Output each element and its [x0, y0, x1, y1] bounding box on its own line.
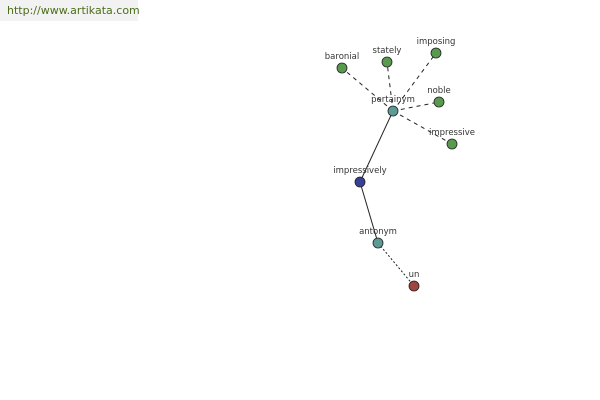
node-impressively[interactable] — [354, 176, 366, 188]
node-imposing[interactable] — [430, 47, 442, 59]
node-label-impressively[interactable]: impressively — [333, 166, 386, 176]
node-pertainym[interactable] — [387, 105, 399, 117]
url-banner: http://www.artikata.com — [0, 0, 140, 21]
node-label-noble[interactable]: noble — [427, 86, 451, 96]
node-label-pertainym[interactable]: pertainym — [371, 95, 415, 105]
graph-nodes — [336, 47, 458, 292]
node-noble[interactable] — [433, 96, 445, 108]
edge-impressively-antonym — [359, 181, 379, 244]
node-label-un[interactable]: un — [409, 270, 420, 280]
node-impressive[interactable] — [446, 138, 458, 150]
node-label-baronial[interactable]: baronial — [325, 52, 359, 62]
edge-pertainym-impressive — [392, 110, 453, 145]
node-label-stately[interactable]: stately — [373, 46, 402, 56]
node-label-antonym[interactable]: antonym — [359, 227, 397, 237]
node-antonym[interactable] — [372, 237, 384, 249]
node-label-imposing[interactable]: imposing — [417, 37, 456, 47]
node-un[interactable] — [408, 280, 420, 292]
edge-pertainym-baronial — [341, 67, 394, 112]
edge-impressively-pertainym — [359, 110, 394, 183]
node-label-impressive[interactable]: impressive — [429, 128, 475, 138]
edge-antonym-un — [377, 242, 415, 287]
graph-edges — [341, 52, 453, 287]
node-baronial[interactable] — [336, 62, 348, 74]
node-stately[interactable] — [381, 56, 393, 68]
graph-labels: impressively pertainym antonym baronial stat… — [325, 37, 475, 280]
edge-pertainym-stately — [386, 61, 394, 112]
site-url-link[interactable]: http://www.artikata.com — [7, 4, 140, 17]
